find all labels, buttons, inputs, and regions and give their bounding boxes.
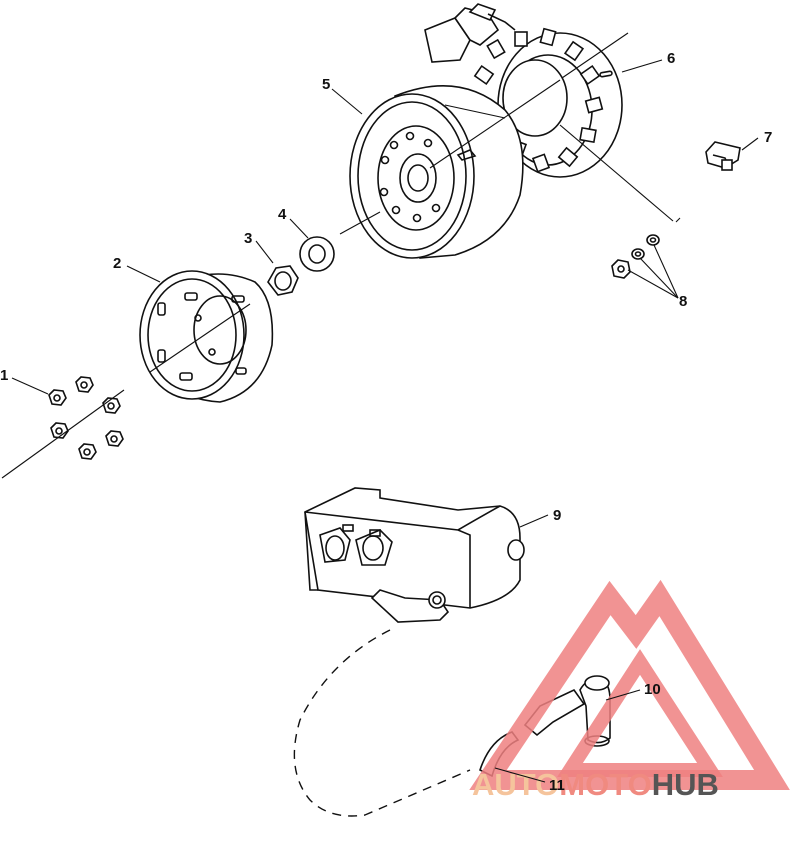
bolts bbox=[48, 376, 124, 460]
screws-washers bbox=[611, 234, 660, 279]
callout-2: 2 bbox=[113, 255, 121, 272]
logo-triangle-inner bbox=[557, 649, 723, 777]
callout-4: 4 bbox=[278, 206, 287, 223]
callout-7: 7 bbox=[764, 129, 772, 146]
logo-text-auto: AUTO bbox=[472, 767, 559, 802]
starter-cup bbox=[139, 270, 274, 403]
stator-plate bbox=[424, 3, 623, 178]
assembly-axis-lines bbox=[1, 32, 681, 479]
svg-text:AUTOMOTOHUB: AUTOMOTOHUB bbox=[472, 767, 719, 802]
spark-plug-cap bbox=[523, 675, 611, 747]
callout-6: 6 bbox=[667, 50, 675, 67]
leader-lines bbox=[11, 59, 759, 783]
bracket-clip bbox=[705, 141, 741, 171]
flywheel bbox=[349, 84, 524, 259]
wire-path bbox=[293, 629, 471, 817]
logo-text-moto: MOTO bbox=[559, 767, 651, 802]
callout-11: 11 bbox=[549, 777, 565, 794]
callout-8: 8 bbox=[679, 293, 687, 310]
callout-5: 5 bbox=[322, 76, 330, 93]
callout-9: 9 bbox=[553, 507, 561, 524]
callout-3: 3 bbox=[244, 230, 252, 247]
cdi-box bbox=[304, 487, 525, 623]
washer bbox=[299, 236, 335, 272]
logo-text-hub: HUB bbox=[652, 767, 719, 802]
automotohub-logo: AUTOMOTOHUB bbox=[469, 579, 790, 802]
nut bbox=[267, 265, 299, 296]
callout-10: 10 bbox=[644, 681, 661, 698]
callout-1: 1 bbox=[0, 367, 8, 384]
callout-numbers: 1 2 3 4 5 6 7 8 9 10 11 bbox=[0, 50, 772, 794]
logo-triangle-outer bbox=[469, 579, 790, 790]
